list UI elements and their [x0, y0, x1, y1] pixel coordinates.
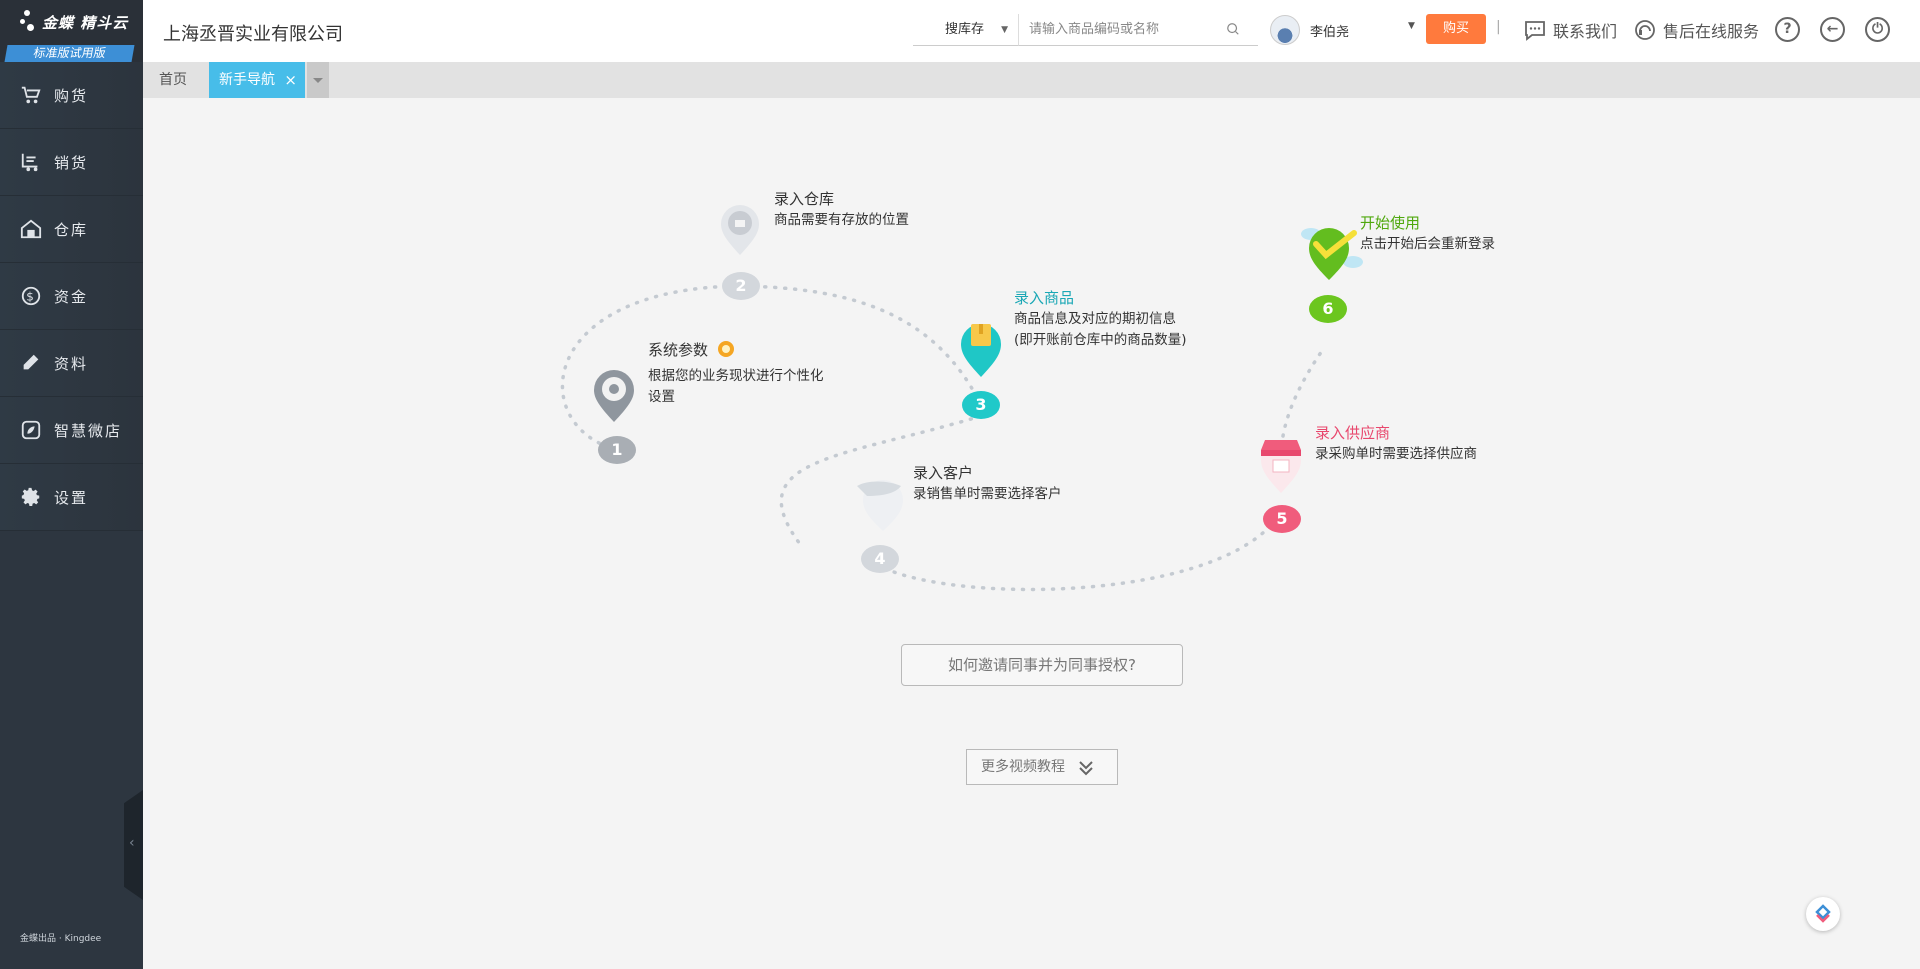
- divider: |: [1496, 19, 1501, 35]
- username[interactable]: 李伯尧: [1310, 25, 1350, 40]
- tab-home[interactable]: 首页: [159, 72, 187, 88]
- tab-dropdown-button[interactable]: [307, 62, 329, 98]
- tab-label: 新手导航: [219, 72, 275, 88]
- step-number-1[interactable]: 1: [598, 436, 636, 464]
- start-check-pin-icon[interactable]: [1299, 222, 1365, 282]
- step-title-1[interactable]: 系统参数: [648, 339, 735, 360]
- buy-button[interactable]: 购买: [1426, 14, 1486, 44]
- after-sales-service-label: 售后在线服务: [1663, 22, 1760, 41]
- step-title-4[interactable]: 录入客户: [913, 464, 974, 482]
- brand-footer: 金蝶出品 · Kingdee: [20, 934, 102, 944]
- sidebar-collapse-handle[interactable]: ‹: [124, 790, 143, 900]
- supplier-pin-icon[interactable]: [1259, 438, 1303, 494]
- close-icon[interactable]: ×: [284, 71, 297, 89]
- chat-icon: [1525, 21, 1545, 41]
- company-name: 上海丞晋实业有限公司: [163, 24, 343, 45]
- contact-us-link[interactable]: 联系我们: [1523, 18, 1617, 42]
- customer-pin-icon[interactable]: [853, 478, 905, 532]
- search-scope-dropdown[interactable]: 搜库存 ▼: [913, 14, 1018, 46]
- tab-beginner-guide[interactable]: 新手导航 ×: [209, 62, 305, 98]
- guide-panel: 1 系统参数 根据您的业务现状进行个性化设置 2 录入仓库 商品需要有存放的位置…: [143, 98, 1920, 969]
- sidebar-item-label: 设置: [54, 488, 89, 507]
- tab-bar: 首页 新手导航 ×: [143, 62, 1920, 98]
- headset-icon: [1635, 20, 1655, 40]
- sidebar-item-label: 销货: [54, 153, 89, 172]
- step-title-2[interactable]: 录入仓库: [774, 190, 835, 208]
- caret-down-icon: ▼: [1001, 25, 1008, 35]
- step-number-6[interactable]: 6: [1309, 295, 1347, 323]
- contact-us-label: 联系我们: [1553, 22, 1618, 41]
- sidebar-item-label: 智慧微店: [54, 421, 123, 440]
- sidebar-item-data[interactable]: 资料: [0, 330, 143, 397]
- step-title-3[interactable]: 录入商品: [1014, 289, 1075, 307]
- svg-text:$: $: [26, 290, 35, 304]
- assistant-logo-icon: [1815, 904, 1831, 923]
- floating-assistant-button[interactable]: [1806, 897, 1840, 931]
- search-box: [1018, 14, 1258, 46]
- shop-icon: [21, 420, 41, 440]
- sidebar-nav: 购货 销货 仓库 $ 资金 资料 智慧微店 设置: [0, 62, 143, 531]
- sidebar-item-label: 购货: [54, 86, 89, 105]
- gear-icon: [21, 487, 40, 506]
- step-title-6[interactable]: 开始使用: [1360, 214, 1421, 232]
- sidebar-item-warehouse[interactable]: 仓库: [0, 196, 143, 263]
- dotted-trail: [560, 284, 1326, 592]
- avatar[interactable]: [1270, 15, 1300, 45]
- step-number-3[interactable]: 3: [962, 391, 1000, 419]
- sidebar-item-label: 资料: [54, 354, 89, 373]
- edition-badge: 标准版试用版: [4, 45, 135, 62]
- double-chevron-down-icon: [1079, 761, 1093, 776]
- sidebar-item-settings[interactable]: 设置: [0, 464, 143, 531]
- step-desc-6: 点击开始后会重新登录: [1360, 236, 1495, 252]
- sidebar: 金蝶 精斗云 标准版试用版 购货 销货 仓库 $ 资金 资料 智慧微店: [0, 0, 143, 969]
- more-video-tutorials-label: 更多视频教程: [981, 759, 1065, 775]
- invite-colleague-button[interactable]: 如何邀请同事并为同事授权?: [901, 644, 1183, 686]
- step-desc-2: 商品需要有存放的位置: [774, 212, 909, 228]
- step-number-5[interactable]: 5: [1263, 505, 1301, 533]
- step-number-4[interactable]: 4: [861, 545, 899, 573]
- sidebar-item-label: 资金: [54, 287, 89, 306]
- sidebar-item-purchase[interactable]: 购货: [0, 62, 143, 129]
- step-number-2[interactable]: 2: [722, 272, 760, 300]
- search-scope-label: 搜库存: [945, 22, 985, 37]
- logo-dots-icon: [20, 10, 34, 32]
- cart-icon: [21, 86, 41, 104]
- sidebar-item-microstore[interactable]: 智慧微店: [0, 397, 143, 464]
- search-icon[interactable]: [1226, 22, 1240, 36]
- step-desc-1: 根据您的业务现状进行个性化设置: [648, 368, 824, 405]
- step-title-5[interactable]: 录入供应商: [1315, 424, 1391, 442]
- dollar-icon: $: [21, 286, 41, 306]
- more-video-tutorials-button[interactable]: 更多视频教程: [966, 749, 1118, 785]
- step-desc-4: 录销售单时需要选择客户: [913, 486, 1062, 502]
- caret-down-icon[interactable]: ▼: [1408, 21, 1415, 31]
- gear-pin-icon[interactable]: [593, 369, 635, 423]
- sidebar-item-label: 仓库: [54, 220, 89, 239]
- search-input[interactable]: [1029, 14, 1219, 44]
- help-icon[interactable]: ?: [1775, 17, 1800, 42]
- top-header: 上海丞晋实业有限公司 搜库存 ▼ 李伯尧 ▼ 购买 | 联系我们 售后在线服务 …: [143, 0, 1920, 62]
- step-title-text: 系统参数: [648, 341, 709, 359]
- after-sales-service-link[interactable]: 售后在线服务: [1633, 18, 1759, 42]
- warehouse-icon: [20, 219, 42, 239]
- back-icon[interactable]: ←: [1820, 17, 1845, 42]
- power-icon[interactable]: ⏻: [1865, 17, 1890, 42]
- logo-text: 金蝶 精斗云: [42, 14, 129, 32]
- sidebar-item-sales[interactable]: 销货: [0, 129, 143, 196]
- pencil-icon: [23, 354, 39, 370]
- chevron-left-icon: ‹: [129, 835, 135, 851]
- product-pin-icon[interactable]: [959, 322, 1003, 378]
- step-desc-3: 商品信息及对应的期初信息(即开账前仓库中的商品数量): [1014, 311, 1187, 348]
- sidebar-item-funds[interactable]: $ 资金: [0, 263, 143, 330]
- logo: 金蝶 精斗云 标准版试用版: [0, 0, 143, 62]
- sales-cart-icon: [21, 153, 38, 172]
- warehouse-pin-icon[interactable]: [720, 204, 760, 256]
- step-desc-5: 录采购单时需要选择供应商: [1315, 446, 1477, 462]
- badge-icon: [717, 341, 734, 357]
